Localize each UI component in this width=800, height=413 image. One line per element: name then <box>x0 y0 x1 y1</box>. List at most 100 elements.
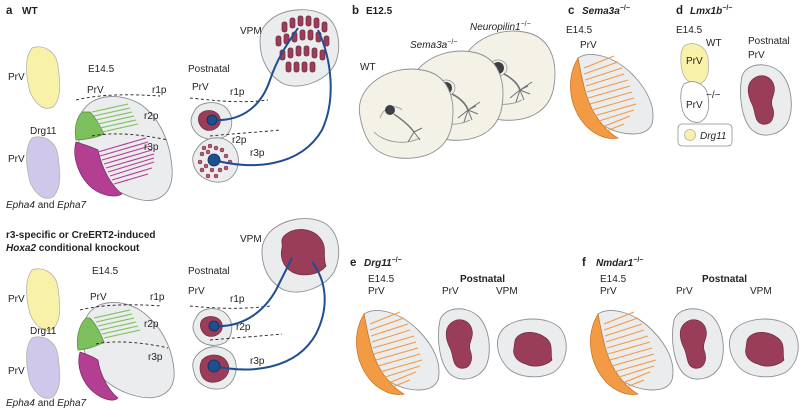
label-r3p-e145-ko: r3p <box>148 352 163 363</box>
e145-wt-hindbrain: E14.5 PrV r1p r2p r3p <box>74 64 173 201</box>
label-r2p-postnatal-ko: r2p <box>236 322 251 333</box>
panel-letter-b: b <box>352 5 359 17</box>
label-prv-post-d: PrV <box>748 50 765 61</box>
side-label-prv-ko: PrV <box>8 294 25 305</box>
e145-ko-hindbrain: E14.5 PrV r1p r2p r3p <box>76 266 175 401</box>
label-prv-ko-d: PrV <box>686 100 703 111</box>
axon-r3p-ko <box>213 261 326 371</box>
embryo-wt <box>358 68 454 159</box>
panel-d-title: Lmx1b−/− <box>690 5 732 17</box>
panel-a: a WT PrV Drg11 PrV Epha4 and Epha7 E14.5… <box>6 5 340 211</box>
label-prv2-f: PrV <box>676 286 693 297</box>
neuron-r2p-ko <box>208 320 220 332</box>
vpm-barreloids <box>275 15 330 73</box>
panel-c: c Sema3a−/− E14.5 PrV <box>566 5 654 140</box>
label-r1p-e145-ko: r1p <box>150 292 165 303</box>
label-r1p-e145: r1p <box>152 85 167 96</box>
side-label-prv-ko-2: PrV <box>8 366 25 377</box>
panel-letter-e: e <box>350 257 356 269</box>
prv-yellow-region <box>26 46 61 109</box>
panel-letter-a: a <box>6 5 13 17</box>
label-prv-e: PrV <box>368 286 385 297</box>
knockout-title-line1: r3-specific or CreERT2-induced <box>6 230 155 241</box>
label-r1p-postnatal: r1p <box>230 87 245 98</box>
panel-f-title: Nmdar1−/− <box>596 257 643 269</box>
label-postnatal-f: Postnatal <box>702 274 747 285</box>
label-postnatal-e: Postnatal <box>460 274 505 285</box>
label-prv-wt-d: PrV <box>686 56 703 67</box>
drg11-lavender-region-ko <box>26 336 61 399</box>
stage-label-e145: E14.5 <box>88 64 115 75</box>
label-nrp: Neuropilin1−/− <box>470 21 531 33</box>
postnatal-wt: Postnatal PrV r1p r2p r3p VPM <box>188 9 340 183</box>
drg11-prv-stack <box>355 309 440 396</box>
side-label-prv-2: PrV <box>8 154 25 165</box>
stage-label-e145-ko: E14.5 <box>92 266 119 277</box>
label-prv-postnatal: PrV <box>192 82 209 93</box>
side-label-drg11: Drg11 <box>30 126 57 137</box>
legend-drg11: Drg11 <box>677 123 733 147</box>
label-r3p-postnatal: r3p <box>250 148 265 159</box>
prv-ko-region-d <box>680 81 710 123</box>
stage-label-e: E14.5 <box>368 274 395 285</box>
stage-label-d: E14.5 <box>676 25 703 36</box>
label-vpm-f: VPM <box>750 286 772 297</box>
side-label-prv: PrV <box>8 72 25 83</box>
label-r3p-postnatal-ko: r3p <box>250 356 265 367</box>
side-label-drg11-ko: Drg11 <box>30 326 57 337</box>
prv-yellow-region-ko <box>26 268 61 331</box>
footnote-epha: Epha4 and Epha7 <box>6 200 87 211</box>
panel-knockout: r3-specific or CreERT2-induced Hoxa2 con… <box>6 218 340 409</box>
drg11-lavender-region <box>26 136 61 199</box>
legend-drg11-label: Drg11 <box>700 131 727 142</box>
label-vpm-e: VPM <box>496 286 518 297</box>
neuron-r3p <box>207 153 221 167</box>
axon-r3p <box>213 29 332 167</box>
label-vpm: VPM <box>240 26 262 37</box>
label-prv-e145: PrV <box>87 85 104 96</box>
panel-a-title: WT <box>22 6 38 17</box>
label-wt-d: WT <box>706 38 722 49</box>
knockout-title-line2: Hoxa2 conditional knockout <box>6 243 140 254</box>
magenta-axon-lines <box>97 137 155 185</box>
neuron-r3p-ko <box>207 359 221 373</box>
label-r2p-e145-ko: r2p <box>144 319 159 330</box>
label-r2p-postnatal: r2p <box>232 135 247 146</box>
vpm-ko: VPM <box>240 218 340 293</box>
drg11-prv-postnatal <box>438 308 490 380</box>
stage-label-postnatal-ko: Postnatal <box>188 266 230 277</box>
sema3a-prv-stack <box>569 53 654 140</box>
panel-letter-c: c <box>568 5 575 17</box>
label-ko-d: −/− <box>706 90 721 101</box>
panel-e: e Drg11−/− E14.5 PrV Postnatal PrV VPM <box>350 257 567 396</box>
label-prv-postnatal-ko: PrV <box>188 286 205 297</box>
vpm-wt: VPM <box>240 9 340 87</box>
label-vpm-ko: VPM <box>240 234 262 245</box>
label-r3p-e145: r3p <box>144 142 159 153</box>
neuron-r2p <box>206 114 218 126</box>
panel-d: d Lmx1b−/− E14.5 Postnatal WT PrV −/− Pr… <box>676 5 792 147</box>
postnatal-ko: Postnatal PrV r1p r2p r3p VPM <box>188 218 340 390</box>
panel-letter-d: d <box>676 5 683 17</box>
axon-r2p-ko <box>213 257 293 328</box>
drg11-vpm <box>496 318 567 378</box>
panel-e-title: Drg11−/− <box>364 257 402 269</box>
panel-letter-f: f <box>582 257 586 269</box>
label-r1p-postnatal-ko: r1p <box>230 294 245 305</box>
label-prv-f: PrV <box>600 286 617 297</box>
nmdar1-prv-stack <box>589 309 674 396</box>
footnote-epha-ko: Epha4 and Epha7 <box>6 398 87 409</box>
panel-c-title: Sema3a−/− <box>582 5 630 17</box>
nmdar1-prv-postnatal <box>672 308 724 380</box>
stage-label-postnatal: Postnatal <box>188 64 230 75</box>
label-postnatal-d: Postnatal <box>748 36 790 47</box>
label-sema3a: Sema3a−/− <box>410 39 457 51</box>
stage-label-c: E14.5 <box>566 25 593 36</box>
green-axon-lines <box>91 103 139 133</box>
label-prv-e145-ko: PrV <box>90 292 107 303</box>
label-prv-c: PrV <box>580 40 597 51</box>
panel-b-title: E12.5 <box>366 6 393 17</box>
panel-f: f Nmdar1−/− E14.5 PrV Postnatal PrV VPM <box>582 257 799 396</box>
nmdar1-vpm <box>728 318 799 378</box>
